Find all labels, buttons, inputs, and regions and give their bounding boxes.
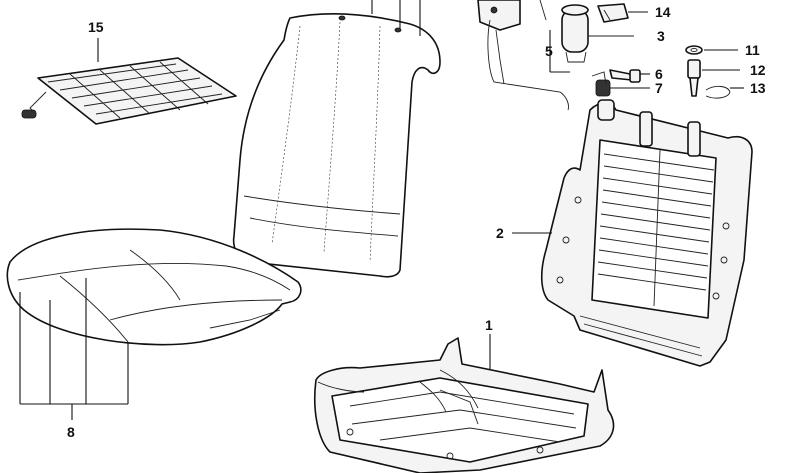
callout-12: 12 (750, 62, 766, 78)
part-7-clip[interactable] (591, 71, 611, 97)
callout-8: 8 (67, 424, 75, 440)
callout-13: 13 (750, 80, 766, 96)
callout-2: 2 (496, 225, 504, 241)
part-2-backrest-frame[interactable] (540, 99, 753, 367)
part-12-pin[interactable] (687, 59, 701, 97)
part-3-motor[interactable] (561, 4, 634, 63)
backrest-cushion[interactable] (232, 12, 441, 278)
callout-15: 15 (88, 19, 104, 35)
part-15-heating-mat[interactable] (21, 57, 237, 125)
callout-14: 14 (655, 4, 671, 20)
part-14-bracket[interactable] (597, 3, 629, 23)
callout-3: 3 (657, 28, 665, 44)
part-1-seat-frame[interactable] (313, 337, 615, 473)
callout-11: 11 (745, 42, 760, 58)
part-13-clip[interactable] (705, 85, 731, 99)
part-5-adjuster-bracket[interactable] (477, 0, 569, 111)
callout-6: 6 (655, 66, 663, 82)
part-6-bolt[interactable] (609, 69, 641, 83)
callout-5: 5 (545, 43, 553, 59)
callout-7: 7 (655, 80, 663, 96)
callout-1: 1 (485, 317, 493, 333)
part-11-washer[interactable] (685, 45, 703, 55)
part-8-seat-cushion[interactable] (6, 228, 302, 346)
